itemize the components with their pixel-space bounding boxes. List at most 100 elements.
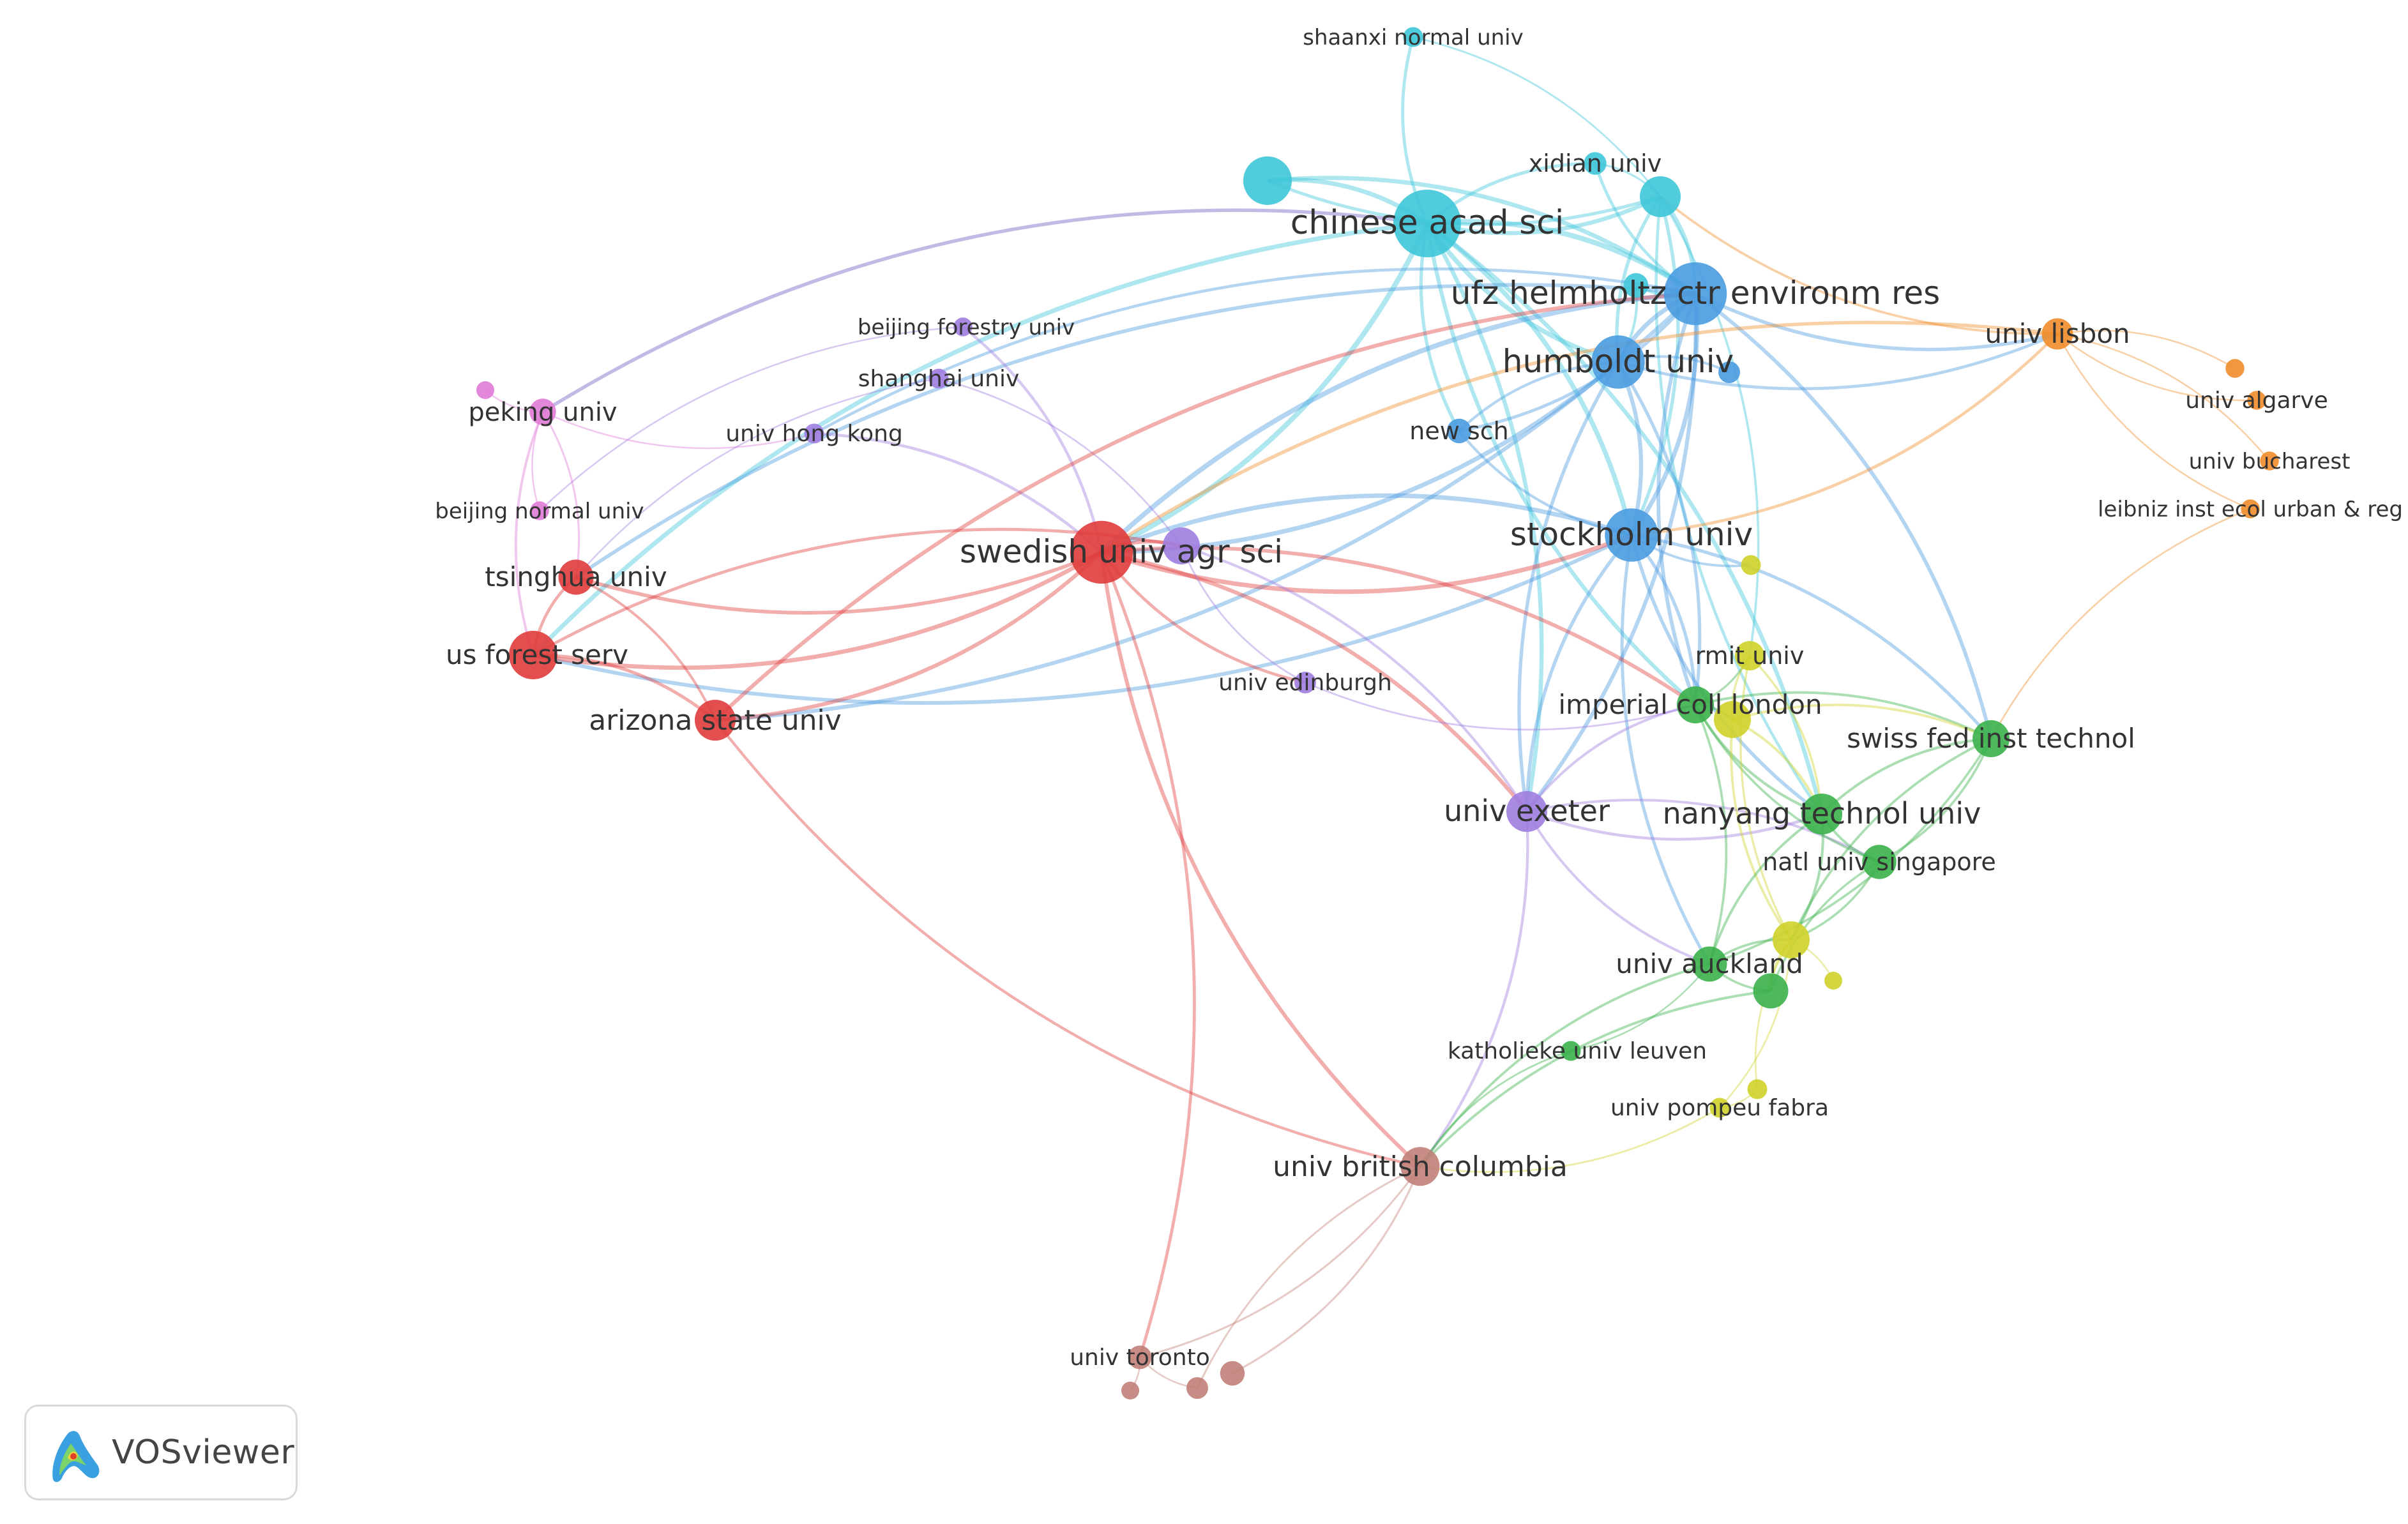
node-label-stockholm: stockholm univ xyxy=(1510,516,1753,553)
link-cas-slu xyxy=(1100,222,1430,555)
node-usfs[interactable] xyxy=(509,631,557,679)
node-rmit[interactable] xyxy=(1735,641,1764,670)
node-edinburgh[interactable] xyxy=(1294,672,1316,693)
link-lisbon-orange_a xyxy=(2057,329,2236,370)
link-cas-usfs xyxy=(531,221,1428,657)
node-ufz[interactable] xyxy=(1663,262,1727,326)
node-bucharest[interactable] xyxy=(2260,451,2279,471)
link-exeter-nanyang xyxy=(1526,810,1822,841)
node-hku[interactable] xyxy=(804,423,824,444)
link-humboldt-exeter xyxy=(1517,361,1620,812)
link-bjforestry-slu xyxy=(962,326,1103,553)
node-yellow_c[interactable] xyxy=(1773,921,1810,958)
node-exeter[interactable] xyxy=(1506,791,1547,832)
node-humboldt[interactable] xyxy=(1591,335,1645,389)
node-shaanxi[interactable] xyxy=(1403,27,1423,47)
link-usfs-slu xyxy=(533,550,1103,670)
node-cas[interactable] xyxy=(1393,190,1461,257)
link-peking-usfs xyxy=(514,411,544,656)
node-leuven[interactable] xyxy=(1561,1041,1581,1061)
node-label-shanghai: shanghai univ xyxy=(858,366,1020,392)
node-blue_a[interactable] xyxy=(1718,361,1740,383)
link-stockholm-auckland xyxy=(1620,534,1711,965)
link-humboldt-lisbon xyxy=(1617,332,2058,391)
link-arizona-slu xyxy=(715,550,1103,723)
node-label-exeter: univ exeter xyxy=(1444,794,1610,828)
node-layer xyxy=(476,27,2279,1400)
link-cyan_b-rmit xyxy=(1659,196,1760,656)
node-orange_a[interactable] xyxy=(2225,359,2245,378)
node-label-slu: swedish univ agr sci xyxy=(960,533,1283,570)
link-stockholm-usfs xyxy=(533,533,1633,705)
link-imperial-auckland xyxy=(1694,704,1728,965)
link-auckland-leuven xyxy=(1570,963,1710,1052)
node-tsinghua[interactable] xyxy=(558,559,594,595)
link-nanyang-auckland xyxy=(1708,813,1823,965)
link-lisbon-slu xyxy=(1100,321,2058,554)
link-exeter-imperial xyxy=(1526,703,1696,813)
link-slu_p-edinburgh xyxy=(1180,545,1306,684)
node-nanyang[interactable] xyxy=(1801,794,1842,834)
node-stockholm[interactable] xyxy=(1605,508,1658,562)
node-cyan_a[interactable] xyxy=(1243,156,1292,205)
link-tsinghua-slu xyxy=(575,550,1103,615)
node-xidian[interactable] xyxy=(1584,152,1607,175)
link-stockholm-exeter xyxy=(1525,534,1633,812)
vosviewer-badge: VOSviewer xyxy=(24,1405,298,1500)
node-label-hku: univ hong kong xyxy=(725,421,903,447)
node-pink_a[interactable] xyxy=(476,381,494,399)
link-peking-hku xyxy=(542,411,815,449)
node-lisbon[interactable] xyxy=(2041,318,2073,350)
node-toronto[interactable] xyxy=(1128,1345,1152,1369)
link-lisbon-algarve xyxy=(2057,333,2257,402)
link-rmit-yellow_c xyxy=(1739,655,1792,940)
node-yellow_b[interactable] xyxy=(1714,701,1751,738)
link-slu-stockholm xyxy=(1100,532,1633,594)
node-slu_p[interactable] xyxy=(1163,527,1200,564)
node-brown_a[interactable] xyxy=(1186,1377,1208,1399)
link-slu_p-exeter xyxy=(1181,545,1528,813)
node-brown_c[interactable] xyxy=(1121,1382,1139,1400)
link-bjforestry-bjnormal xyxy=(539,326,964,511)
link-ubc-brown_a xyxy=(1196,1165,1421,1389)
node-brown_b[interactable] xyxy=(1220,1361,1245,1386)
link-ufz-swiss xyxy=(1694,292,1993,739)
node-imperial[interactable] xyxy=(1677,686,1714,723)
node-yellow_d[interactable] xyxy=(1824,972,1842,990)
node-peking[interactable] xyxy=(529,398,556,425)
node-green_a[interactable] xyxy=(1753,973,1789,1009)
node-nus[interactable] xyxy=(1862,845,1897,879)
link-hku-slu xyxy=(814,432,1103,554)
node-newsch[interactable] xyxy=(1446,418,1472,444)
node-yellow_a[interactable] xyxy=(1741,555,1761,575)
link-rmit-nanyang xyxy=(1748,654,1823,815)
link-cas-imperial xyxy=(1425,223,1697,707)
node-ubc[interactable] xyxy=(1400,1147,1440,1186)
node-bjnormal[interactable] xyxy=(530,501,549,520)
node-label-bjforestry: beijing forestry univ xyxy=(858,315,1075,340)
node-bjforestry[interactable] xyxy=(953,317,973,336)
node-arizona[interactable] xyxy=(695,700,736,741)
link-exeter-nus xyxy=(1526,799,1880,863)
node-label-leibniz: leibniz inst ecol urban & reg xyxy=(2098,497,2403,522)
node-cyan_b[interactable] xyxy=(1640,176,1681,217)
node-swiss[interactable] xyxy=(1973,720,2010,757)
node-label-bjnormal: beijing normal univ xyxy=(435,499,644,524)
node-slu[interactable] xyxy=(1070,520,1133,584)
link-peking-tsinghua xyxy=(541,411,580,578)
node-leibniz[interactable] xyxy=(2241,499,2260,518)
node-pompeu[interactable] xyxy=(1709,1098,1730,1118)
node-label-bucharest: univ bucharest xyxy=(2189,449,2351,474)
vosviewer-logo-icon xyxy=(52,1431,100,1483)
link-yellow_c-yellow_e xyxy=(1754,939,1792,1090)
node-shanghai[interactable] xyxy=(928,368,949,389)
link-layer xyxy=(485,36,2270,1391)
node-auckland[interactable] xyxy=(1692,946,1727,982)
link-peking-cas xyxy=(541,208,1428,414)
node-label-algarve: univ algarve xyxy=(2185,388,2328,414)
node-cyan_c[interactable] xyxy=(1623,273,1649,298)
link-arizona-ubc xyxy=(714,719,1421,1168)
link-yellow_b-yellow_c xyxy=(1730,719,1792,941)
node-algarve[interactable] xyxy=(2247,391,2266,410)
node-yellow_e[interactable] xyxy=(1747,1079,1768,1099)
